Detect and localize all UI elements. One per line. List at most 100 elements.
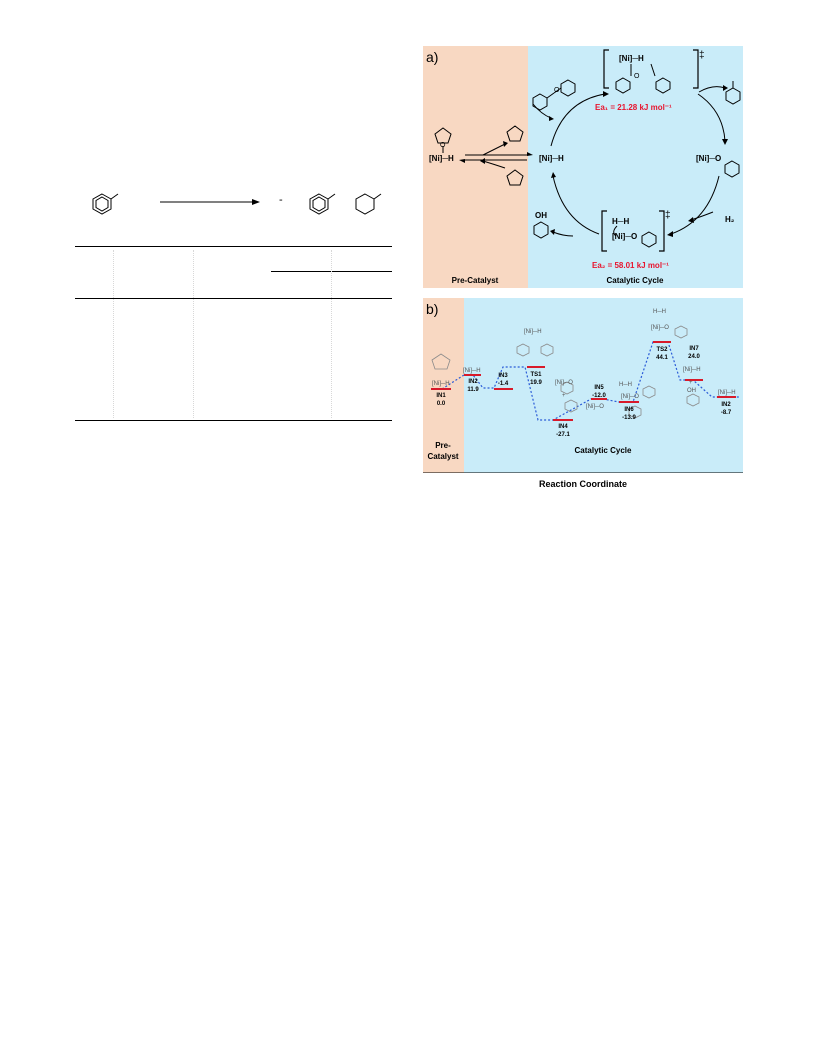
equilibrium-arrows xyxy=(465,154,527,161)
in5-phenyl-icon xyxy=(642,385,656,399)
ts2-h-h: H─H xyxy=(612,217,629,226)
product-toluene-icon xyxy=(309,193,336,215)
h2-label: H₂ xyxy=(725,215,735,224)
energy-profile-diagram: b) [Ni]─H xyxy=(423,298,743,474)
precatalyst-footer-line1: Pre- xyxy=(435,441,451,450)
panel-a-label: a) xyxy=(426,49,438,65)
state-name-in5: IN5 xyxy=(594,385,604,391)
state-energy-in3: -1.4 xyxy=(498,381,509,387)
ni-h-precatalyst: [Ni]─H xyxy=(429,154,454,163)
x-axis-label: Reaction Coordinate xyxy=(538,479,627,489)
scheme-dash: - xyxy=(279,194,283,206)
state-name-in2: IN2 xyxy=(468,379,478,385)
precatalyst-footer: Pre-Catalyst xyxy=(452,276,499,285)
ts2-ni-o: [Ni]─O xyxy=(612,232,637,241)
state-labels: IN1 0.0 IN2 11.9 IN3 -1.4 TS1 19.9 IN4 -… xyxy=(436,346,732,438)
thf-ligand-icon xyxy=(434,127,452,153)
thf-free-top-icon xyxy=(506,125,524,142)
cycle-arc-top-right xyxy=(697,93,726,142)
ether-oxygen-label: O xyxy=(554,87,560,94)
benzyl-phenyl-ether-icon xyxy=(532,79,576,111)
thf-free-bottom-icon xyxy=(506,169,524,186)
precatalyst-region xyxy=(423,298,464,473)
ts1-oxygen-label: O xyxy=(634,73,640,80)
in7-phenol-icon xyxy=(686,393,700,407)
cycle-arc-bottom-right xyxy=(670,175,720,235)
ni-h-center: [Ni]─H xyxy=(539,154,564,163)
thf-out-arrow-top xyxy=(482,143,506,156)
reaction-pathway xyxy=(441,341,739,421)
catalytic-cycle-region xyxy=(464,298,743,473)
ts1-dagger: ‡ xyxy=(699,50,705,61)
in4-ni-o: [Ni]─O xyxy=(555,380,573,386)
ts1-fragments-icon xyxy=(615,63,671,94)
ts1-phenyl-b-icon xyxy=(540,343,554,357)
state-energy-in1: 0.0 xyxy=(437,401,446,407)
state-name-ts1: TS1 xyxy=(530,372,542,378)
catalytic-cycle-region xyxy=(528,46,743,288)
in5-h-h: H─H xyxy=(619,382,632,388)
product-methylcyclohexane-icon xyxy=(355,193,382,215)
state-name-in4: IN4 xyxy=(558,424,568,430)
table-col-sep xyxy=(331,250,332,418)
mini-structure-labels: [Ni]─H [Ni]─H [Ni]─H [Ni]─O + H─H [Ni]─O… xyxy=(432,309,736,410)
state-energy-in2: 11.9 xyxy=(467,387,479,393)
cycle-arc-bottom-left xyxy=(552,175,600,235)
state-energy-in2-final: -8.7 xyxy=(721,410,732,416)
in6-phenyl-icon xyxy=(628,405,642,419)
state-energy-in5: -12.0 xyxy=(592,393,606,399)
in4-phenyl-icon xyxy=(560,381,574,395)
ts2-phenyl-icon xyxy=(674,325,688,339)
in2-ni-h: [Ni]─H xyxy=(463,368,481,374)
in2-final-ni-h: [Ni]─H xyxy=(718,390,736,396)
state-energy-in6: -13.9 xyxy=(622,415,636,421)
activation-energy-1: Ea₁ = 21.28 kJ mol⁻¹ xyxy=(595,103,672,112)
ni-o-right: [Ni]─O xyxy=(696,154,721,163)
arrow-heads xyxy=(480,85,728,237)
state-name-in2-final: IN2 xyxy=(721,402,731,408)
table-col-sep xyxy=(113,250,114,418)
state-energy-in4: -27.1 xyxy=(556,432,570,438)
toluene-product-icon xyxy=(725,81,741,105)
substrate-toluene-icon xyxy=(92,193,119,215)
in1-ni-h: [Ni]─H xyxy=(432,381,450,387)
thf-oxygen-label: O xyxy=(440,142,446,149)
table-header-rule xyxy=(75,298,392,299)
ts1-ni-h: [Ni]─H xyxy=(524,329,542,335)
in7-ni-h: [Ni]─H xyxy=(683,367,701,373)
ts2-dagger: ‡ xyxy=(665,210,671,221)
in1-thf-icon xyxy=(431,353,451,370)
in6-ni-o: [Ni]─O xyxy=(621,394,639,400)
ts1-brackets xyxy=(603,49,699,89)
toluene-out-arrow xyxy=(698,86,726,93)
catalytic-cycle-diagram: a) xyxy=(423,46,743,288)
state-name-in7: IN7 xyxy=(689,346,699,352)
energy-levels xyxy=(431,341,736,421)
cycle-arc-top-left xyxy=(550,93,606,147)
state-energy-ts2: 44.1 xyxy=(656,355,668,361)
panel-a: a) xyxy=(423,46,743,288)
ts2-ni-o: [Ni]─O xyxy=(651,325,669,331)
ts1-phenyl-a-icon xyxy=(516,343,530,357)
reaction-arrow xyxy=(160,199,260,205)
panel-b-label: b) xyxy=(426,301,438,317)
in5-ni-o: [Ni]─O xyxy=(586,404,604,410)
phenol-product-icon xyxy=(533,221,549,239)
mini-structures xyxy=(431,325,700,419)
reaction-scheme-drawing xyxy=(92,193,382,215)
phenol-out-arrow xyxy=(552,231,574,237)
table-bottom-rule xyxy=(75,420,392,421)
table-col-sep xyxy=(193,250,194,418)
ts2-brackets xyxy=(601,210,665,252)
state-name-in3: IN3 xyxy=(498,373,508,379)
in7-plus: + xyxy=(689,380,693,386)
panel-b: b) [Ni]─H xyxy=(423,298,743,474)
state-name-in1: IN1 xyxy=(436,393,446,399)
state-energy-in7: 24.0 xyxy=(688,354,700,360)
catalytic-cycle-footer: Catalytic Cycle xyxy=(575,446,632,455)
ts2-h-h: H─H xyxy=(653,309,666,315)
table-top-rule xyxy=(75,246,392,247)
in7-oh: OH xyxy=(687,388,696,394)
state-energy-ts1: 19.9 xyxy=(530,380,542,386)
precatalyst-footer-line2: Catalyst xyxy=(427,452,458,461)
